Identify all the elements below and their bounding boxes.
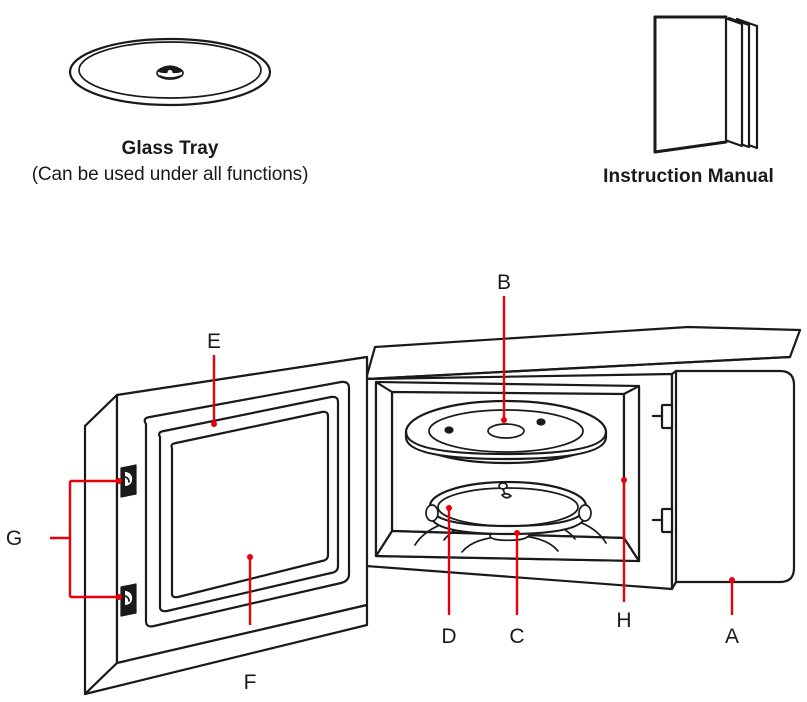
leader-A [729, 577, 735, 615]
leader-B [501, 296, 507, 423]
door-latch-hook-lower [120, 583, 137, 617]
latch-slot-upper [651, 403, 674, 430]
label-F: F [243, 671, 257, 694]
leader-F [247, 554, 253, 625]
door-seal [143, 380, 351, 628]
label-D: D [441, 625, 457, 648]
label-C: C [509, 625, 525, 648]
leader-H [621, 477, 627, 602]
oven-door [83, 355, 369, 696]
label-H: H [616, 609, 632, 632]
leader-lines [50, 296, 735, 625]
latch-slot-lower [651, 507, 674, 534]
leader-E [211, 355, 217, 427]
label-B: B [496, 271, 511, 294]
glass-tray-caption-subtitle: (Can be used under all functions) [31, 164, 309, 185]
leader-C [514, 530, 520, 615]
roller-ring [425, 480, 592, 536]
instruction-manual-icon [653, 15, 759, 154]
glass-tray-hub [156, 65, 184, 80]
label-G: G [5, 527, 23, 550]
door-latch-hook-upper [120, 464, 137, 498]
leader-G [50, 478, 122, 600]
leader-D [446, 505, 452, 615]
instruction-manual-caption-title: Instruction Manual [603, 166, 774, 187]
control-panel [651, 369, 796, 591]
cavity-glass-tray [404, 399, 608, 465]
label-E: E [206, 330, 221, 353]
glass-tray-caption-title: Glass Tray [121, 138, 219, 159]
label-A: A [724, 625, 739, 648]
glass-tray-icon [68, 37, 272, 107]
door-window [170, 410, 330, 599]
